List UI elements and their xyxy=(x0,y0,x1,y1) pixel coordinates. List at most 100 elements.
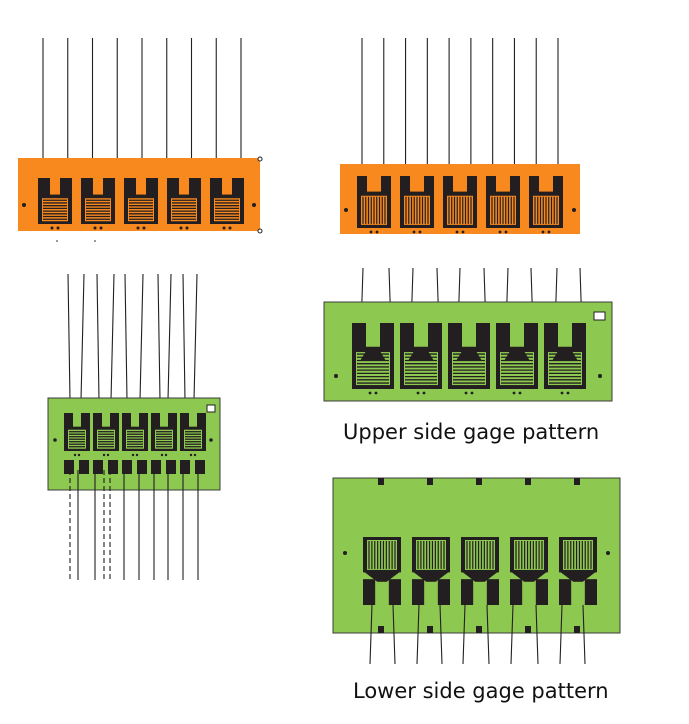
bottom-tab xyxy=(122,460,132,474)
solder-tab xyxy=(437,579,450,605)
solder-tab xyxy=(139,413,148,429)
solder-dot xyxy=(416,391,420,395)
solder-tab xyxy=(412,579,425,605)
green-lower-side-gage-pattern xyxy=(332,477,621,665)
solder-tab xyxy=(197,413,206,429)
bottom-tab xyxy=(137,460,147,474)
alignment-mark xyxy=(56,240,58,242)
solder-dot xyxy=(512,391,516,395)
grid-window xyxy=(171,198,197,222)
tab-gap xyxy=(425,581,437,605)
solder-dot xyxy=(222,226,226,230)
solder-tab xyxy=(467,176,477,195)
solder-dot xyxy=(185,226,189,230)
alignment-mark xyxy=(606,551,610,555)
bottom-tab xyxy=(93,460,103,474)
edge-notch xyxy=(525,478,531,485)
alignment-mark xyxy=(343,551,347,555)
solder-dot xyxy=(470,391,474,395)
solder-tab xyxy=(363,579,376,605)
solder-dot xyxy=(455,230,459,234)
grid-window xyxy=(85,198,111,222)
grid-neck xyxy=(412,571,450,582)
bottom-tab xyxy=(79,460,89,474)
solder-tab xyxy=(93,413,102,429)
upper-side-caption: Upper side gage pattern xyxy=(343,420,600,444)
edge-notch xyxy=(378,478,384,485)
corner-mark xyxy=(257,156,263,162)
lead-wire xyxy=(416,604,420,665)
alignment-mark xyxy=(334,374,338,378)
solder-dot xyxy=(375,230,379,234)
alignment-mark xyxy=(572,208,576,212)
solder-dot xyxy=(193,453,197,457)
grid-neck xyxy=(461,571,499,582)
solder-dot xyxy=(422,391,426,395)
solder-tab xyxy=(510,176,520,195)
lead-wire xyxy=(80,273,85,401)
bottom-tab xyxy=(151,460,161,474)
lead-wire xyxy=(157,273,161,401)
grid-neck xyxy=(552,351,578,361)
green-upper-side-gage-pattern xyxy=(323,267,613,402)
solder-tab xyxy=(81,178,93,198)
lead-wire xyxy=(510,604,514,665)
solder-tab xyxy=(486,579,499,605)
solder-dot xyxy=(56,226,60,230)
lead-wire xyxy=(462,604,466,665)
solder-dot xyxy=(131,453,135,457)
tab-gap xyxy=(523,581,535,605)
solder-tab xyxy=(388,579,401,605)
edge-notch xyxy=(476,478,482,485)
solder-dot xyxy=(135,453,139,457)
solder-tab xyxy=(124,178,136,198)
solder-tab xyxy=(380,323,394,351)
solder-tab xyxy=(443,176,453,195)
solder-dot xyxy=(73,453,77,457)
alignment-mark xyxy=(344,208,348,212)
solder-tab xyxy=(167,178,179,198)
solder-tab xyxy=(146,178,158,198)
solder-dot xyxy=(461,230,465,234)
solder-dot xyxy=(106,453,110,457)
solder-dot xyxy=(142,226,146,230)
solder-dot xyxy=(50,226,54,230)
edge-notch xyxy=(574,626,580,633)
lead-wire xyxy=(182,273,186,401)
orientation-marker xyxy=(206,404,216,413)
solder-tab xyxy=(559,579,572,605)
solder-dot xyxy=(504,230,508,234)
solder-tab xyxy=(461,579,474,605)
alignment-mark xyxy=(209,438,213,442)
solder-dot xyxy=(368,391,372,395)
solder-tab xyxy=(60,178,72,198)
solder-dot xyxy=(160,453,164,457)
green-double-sided-rosette xyxy=(47,273,221,580)
solder-tab xyxy=(110,413,119,429)
solder-tab xyxy=(535,579,548,605)
solder-dot xyxy=(374,391,378,395)
grid-window xyxy=(42,198,68,222)
edge-notch xyxy=(476,626,482,633)
solder-tab xyxy=(210,178,222,198)
grid-window xyxy=(128,198,154,222)
solder-tab xyxy=(524,323,538,351)
solder-tab xyxy=(381,176,391,195)
orange-vertical-grid-rosette xyxy=(340,38,580,234)
alignment-mark xyxy=(252,203,256,207)
solder-tab xyxy=(486,176,496,195)
solder-dot xyxy=(418,230,422,234)
lead-wire xyxy=(392,604,396,665)
solder-tab xyxy=(572,323,586,351)
edge-notch xyxy=(378,626,384,633)
grid-neck xyxy=(408,351,434,361)
solder-dot xyxy=(77,453,81,457)
lower-side-caption: Lower side gage pattern xyxy=(353,679,609,703)
solder-tab xyxy=(64,413,73,429)
edge-notch xyxy=(525,626,531,633)
solder-dot xyxy=(179,226,183,230)
grid-window xyxy=(214,198,240,222)
solder-dot xyxy=(547,230,551,234)
solder-tab xyxy=(38,178,50,198)
